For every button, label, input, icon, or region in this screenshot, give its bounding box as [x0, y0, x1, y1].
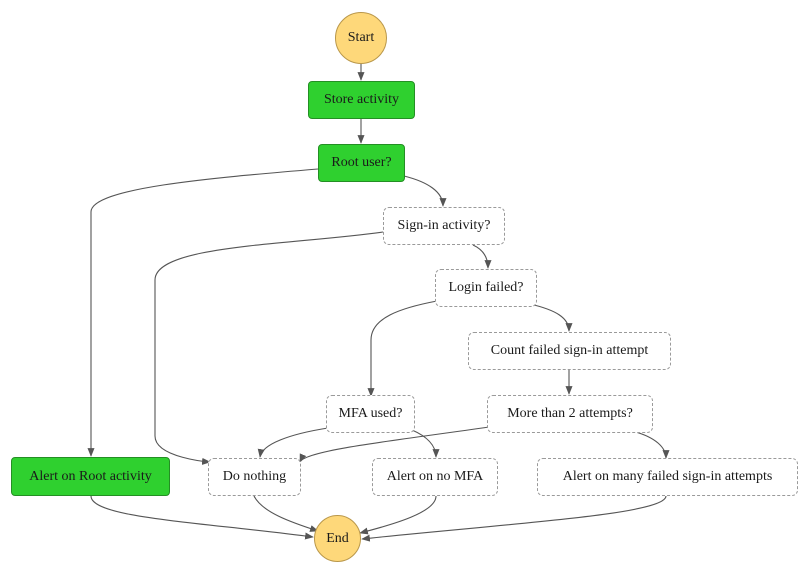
- alert-no-mfa-node[interactable]: Alert on no MFA: [372, 458, 498, 496]
- mfa-used-node[interactable]: MFA used?: [326, 395, 415, 433]
- edge-do-nothing-to-end: [253, 495, 319, 532]
- end-node[interactable]: End: [314, 515, 361, 562]
- edge-login-failed-to-count-failed: [529, 303, 573, 332]
- more-than-2-node[interactable]: More than 2 attempts?: [487, 395, 653, 433]
- signin-activity-node[interactable]: Sign-in activity?: [383, 207, 505, 245]
- edge-alert-no-mfa-to-end: [359, 495, 437, 535]
- root-user-node[interactable]: Root user?: [318, 144, 405, 182]
- edge-root-user-to-alert-root: [87, 168, 319, 457]
- edge-mfa-used-to-do-nothing: [257, 427, 329, 458]
- edge-more-than-2-to-alert-many-failed: [631, 430, 670, 459]
- edge-root-user-to-signin-activity: [403, 175, 447, 207]
- alert-many-failed-node[interactable]: Alert on many failed sign-in attempts: [537, 458, 798, 496]
- edge-login-failed-to-mfa-used: [367, 300, 438, 397]
- edge-alert-many-failed-to-end: [361, 495, 667, 542]
- do-nothing-node[interactable]: Do nothing: [208, 458, 301, 496]
- edge-alert-root-to-end: [90, 495, 314, 540]
- edge-signin-activity-to-login-failed: [472, 244, 492, 269]
- count-failed-node[interactable]: Count failed sign-in attempt: [468, 332, 671, 370]
- alert-root-node[interactable]: Alert on Root activity: [11, 457, 170, 496]
- edge-signin-activity-to-do-nothing: [154, 231, 384, 465]
- edge-mfa-used-to-alert-no-mfa: [411, 429, 440, 458]
- login-failed-node[interactable]: Login failed?: [435, 269, 537, 307]
- store-activity-node[interactable]: Store activity: [308, 81, 415, 119]
- edge-more-than-2-to-do-nothing: [299, 426, 490, 463]
- start-node[interactable]: Start: [335, 12, 387, 64]
